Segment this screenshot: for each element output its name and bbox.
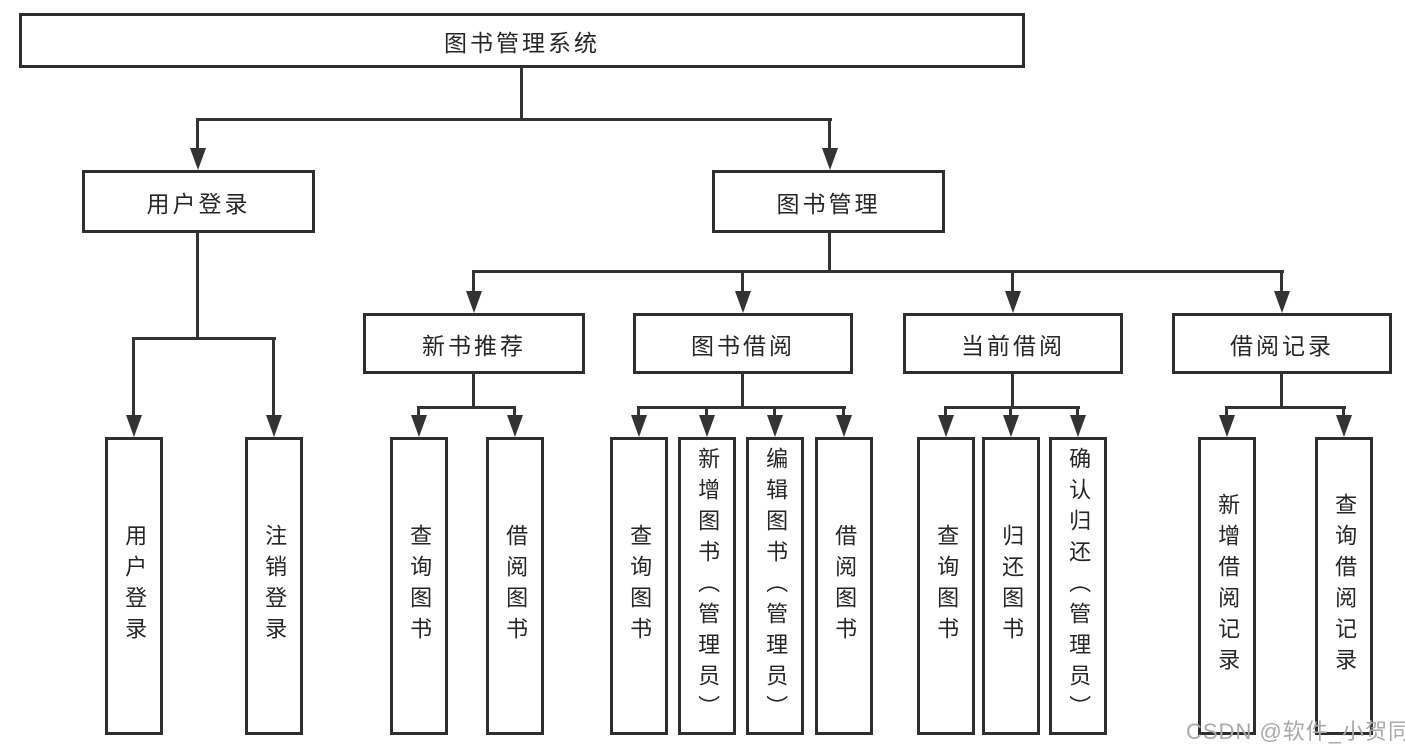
- connector-vline: [417, 406, 420, 417]
- csdn-watermark: CSDN @软件_小贺同学: [1186, 719, 1405, 744]
- node-book-management-label: 图书管理: [776, 190, 881, 217]
- connector-vline: [705, 406, 708, 417]
- connector-hline: [133, 337, 276, 340]
- node-book-borrowing-label: 图书借阅: [691, 332, 795, 359]
- leaf-current-return-book-label: 归还图书: [999, 524, 1025, 648]
- leaf-borrowing-borrow-book-label: 借阅图书: [832, 524, 858, 648]
- arrow-down-icon: [767, 415, 783, 437]
- leaf-user-login-label: 用户登录: [122, 524, 148, 648]
- leaf-recommend-borrow-book: 借阅图书: [486, 437, 544, 735]
- connector-vline: [1011, 270, 1014, 293]
- leaf-recommend-search-book-label: 查询图书: [407, 524, 433, 648]
- connector-vline: [472, 374, 475, 408]
- connector-vline: [196, 118, 199, 150]
- connector-vline: [1280, 374, 1283, 408]
- connector-vline: [944, 406, 947, 417]
- leaf-recommend-borrow-book-label: 借阅图书: [503, 524, 529, 648]
- arrow-down-icon: [1274, 291, 1290, 313]
- node-book-management: 图书管理: [712, 170, 945, 233]
- leaf-logout-label: 注销登录: [262, 524, 288, 648]
- arrow-down-icon: [735, 291, 751, 313]
- node-library-system-label: 图书管理系统: [444, 29, 600, 56]
- arrow-down-icon: [411, 415, 427, 437]
- arrow-down-icon: [126, 415, 142, 437]
- connector-vline: [1011, 374, 1014, 408]
- arrow-down-icon: [822, 148, 838, 170]
- node-user-login: 用户登录: [82, 170, 315, 233]
- node-borrowing-records: 借阅记录: [1172, 313, 1392, 374]
- connector-vline: [741, 374, 744, 408]
- leaf-recommend-search-book: 查询图书: [390, 437, 448, 735]
- leaf-borrowing-edit-book-admin-label: 编辑图书（管理员）: [763, 446, 789, 726]
- leaf-records-search-record: 查询借阅记录: [1315, 437, 1373, 735]
- connector-vline: [637, 406, 640, 417]
- arrow-down-icon: [190, 148, 206, 170]
- leaf-user-login: 用户登录: [105, 437, 163, 735]
- leaf-current-search-book-label: 查询图书: [934, 524, 960, 648]
- arrow-down-icon: [266, 415, 282, 437]
- connector-vline: [741, 270, 744, 293]
- arrow-down-icon: [699, 415, 715, 437]
- arrow-down-icon: [466, 291, 482, 313]
- arrow-down-icon: [1336, 415, 1352, 437]
- leaf-borrowing-add-book-admin: 新增图书（管理员）: [678, 437, 736, 735]
- node-user-login-label: 用户登录: [146, 190, 251, 217]
- arrow-down-icon: [631, 415, 647, 437]
- leaf-borrowing-edit-book-admin: 编辑图书（管理员）: [746, 437, 804, 735]
- connector-vline: [1225, 406, 1228, 417]
- node-new-book-recommend: 新书推荐: [363, 313, 585, 374]
- arrow-down-icon: [507, 415, 523, 437]
- arrow-down-icon: [938, 415, 954, 437]
- connector-vline: [132, 337, 135, 417]
- node-new-book-recommend-label: 新书推荐: [422, 332, 526, 359]
- connector-vline: [842, 406, 845, 417]
- connector-hline: [945, 406, 1080, 409]
- connector-vline: [1342, 406, 1345, 417]
- leaf-borrowing-borrow-book: 借阅图书: [815, 437, 873, 735]
- leaf-current-search-book: 查询图书: [917, 437, 975, 735]
- connector-vline: [472, 270, 475, 293]
- connector-vline: [272, 337, 275, 417]
- arrow-down-icon: [1005, 291, 1021, 313]
- connector-vline: [196, 233, 199, 340]
- arrow-down-icon: [1219, 415, 1235, 437]
- connector-vline: [513, 406, 516, 417]
- connector-hline: [1226, 406, 1346, 409]
- node-library-system: 图书管理系统: [19, 13, 1025, 68]
- leaf-current-confirm-return-admin-label: 确认归还（管理员）: [1066, 446, 1092, 726]
- connector-hline: [197, 118, 832, 121]
- leaf-records-add-record: 新增借阅记录: [1198, 437, 1256, 735]
- connector-hline: [418, 406, 516, 409]
- arrow-down-icon: [836, 415, 852, 437]
- node-book-borrowing: 图书借阅: [633, 313, 853, 374]
- connector-vline: [1009, 406, 1012, 417]
- connector-hline: [638, 406, 846, 409]
- connector-vline: [773, 406, 776, 417]
- connector-vline: [520, 68, 523, 120]
- leaf-records-search-record-label: 查询借阅记录: [1332, 493, 1358, 679]
- node-current-borrowing-label: 当前借阅: [961, 332, 1065, 359]
- connector-vline: [828, 233, 831, 272]
- leaf-current-confirm-return-admin: 确认归还（管理员）: [1049, 437, 1107, 735]
- connector-vline: [1280, 270, 1283, 293]
- leaf-borrowing-search-book-label: 查询图书: [627, 524, 653, 648]
- arrow-down-icon: [1003, 415, 1019, 437]
- node-borrowing-records-label: 借阅记录: [1230, 332, 1334, 359]
- leaf-borrowing-add-book-admin-label: 新增图书（管理员）: [695, 446, 721, 726]
- connector-vline: [828, 118, 831, 150]
- connector-hline: [473, 270, 1284, 273]
- leaf-records-add-record-label: 新增借阅记录: [1215, 493, 1241, 679]
- leaf-current-return-book: 归还图书: [982, 437, 1040, 735]
- leaf-logout: 注销登录: [245, 437, 303, 735]
- leaf-borrowing-search-book: 查询图书: [610, 437, 668, 735]
- node-current-borrowing: 当前借阅: [903, 313, 1123, 374]
- arrow-down-icon: [1070, 415, 1086, 437]
- connector-vline: [1076, 406, 1079, 417]
